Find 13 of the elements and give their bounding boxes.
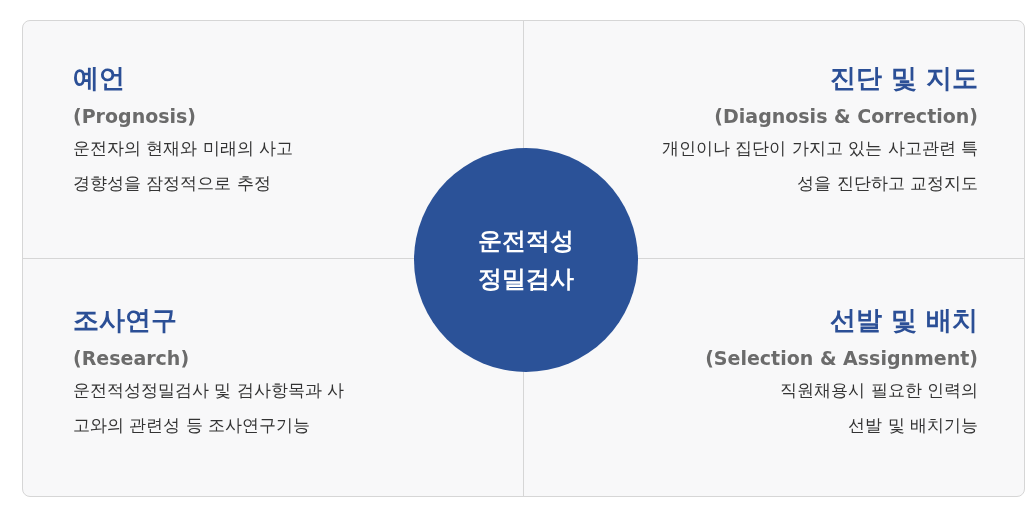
description: 직원채용시 필요한 인력의 선발 및 배치기능 <box>779 379 978 437</box>
heading: 선발 및 배치 <box>829 304 978 337</box>
subtitle: (Diagnosis & Correction) <box>714 104 978 129</box>
heading: 예언 <box>73 62 125 95</box>
heading: 진단 및 지도 <box>829 62 978 95</box>
description: 운전자의 현재와 미래의 사고 경향성을 잠정적으로 추정 <box>73 137 295 195</box>
description: 개인이나 집단이 가지고 있는 사고관련 특성을 진단하고 교정지도 <box>660 137 978 195</box>
subtitle: (Prognosis) <box>73 104 197 129</box>
subtitle: (Selection & Assignment) <box>705 346 978 371</box>
description: 운전적성정밀검사 및 검사항목과 사고와의 관련성 등 조사연구기능 <box>73 379 345 437</box>
subtitle: (Research) <box>73 346 190 371</box>
circle-label: 운전적성 정밀검사 <box>477 226 575 295</box>
heading: 조사연구 <box>73 304 177 337</box>
